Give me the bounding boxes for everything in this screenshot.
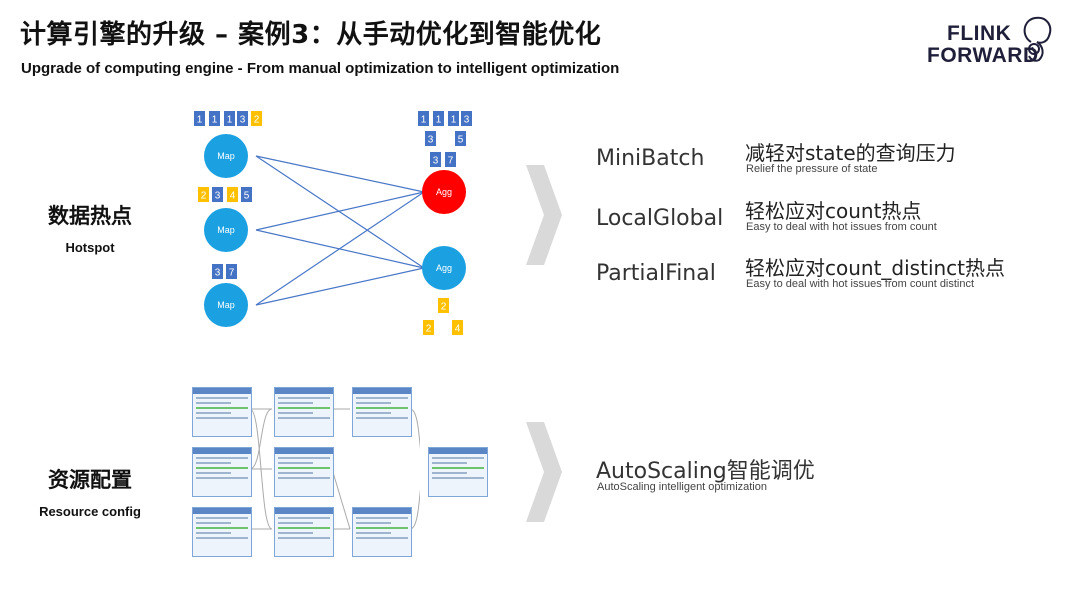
block-value: 5	[458, 135, 464, 146]
resource-label-en: Resource config	[39, 504, 141, 519]
block-value: 4	[455, 324, 461, 335]
block-value: 2	[201, 191, 207, 202]
optimization-sub: Relief the pressure of state	[746, 163, 878, 175]
block-value: 7	[229, 268, 235, 279]
resource-section-label: 资源配置 Resource config	[30, 464, 150, 519]
logo-line-2: FORWARD	[927, 44, 1039, 67]
job-graph-edges	[249, 408, 420, 530]
chevron-right-icon	[526, 165, 562, 265]
block-value: 1	[421, 115, 427, 126]
agg-node-label: Agg	[436, 187, 452, 197]
operator-box	[192, 387, 252, 437]
operator-box	[274, 447, 334, 497]
autoscaling-title: AutoScaling智能调优	[596, 459, 815, 484]
block-value: 3	[215, 268, 221, 279]
page-subtitle: Upgrade of computing engine - From manua…	[21, 60, 620, 77]
operator-box	[192, 447, 252, 497]
job-graph-thumbnail	[190, 385, 420, 560]
logo-line-1: FLINK	[947, 22, 1012, 45]
operator-box	[274, 507, 334, 557]
flink-forward-logo: FLINK FORWARD	[925, 12, 1055, 72]
optimization-name: MiniBatch	[596, 146, 705, 171]
block-value: 1	[212, 115, 218, 126]
optimization-sub: Easy to deal with hot issues from count	[746, 221, 937, 233]
block-value: 1	[227, 115, 233, 126]
optimization-name: PartialFinal	[596, 261, 716, 286]
map-node-3: Map	[204, 283, 248, 327]
operator-box-sink	[428, 447, 488, 497]
optimization-name: LocalGlobal	[596, 206, 724, 231]
squirrel-icon	[1023, 16, 1052, 62]
agg-node-1: Agg	[422, 170, 466, 214]
agg1-blocks: 1 1 1 3 3 5 3 7	[418, 111, 472, 167]
operator-box	[352, 507, 412, 557]
optimization-desc: 轻松应对count_distinct热点	[745, 256, 1006, 280]
block-value: 1	[197, 115, 203, 126]
map-node-label: Map	[217, 225, 235, 235]
map1-blocks: 1 1 1 3 2	[194, 111, 262, 126]
resource-label-zh: 资源配置	[48, 468, 132, 492]
block-value: 2	[254, 115, 260, 126]
operator-box	[274, 387, 334, 437]
block-value: 5	[244, 191, 250, 202]
block-value: 1	[436, 115, 442, 126]
operator-box	[352, 387, 412, 437]
block-value: 3	[428, 135, 434, 146]
hotspot-label-en: Hotspot	[65, 240, 115, 255]
agg-node-label: Agg	[436, 263, 452, 273]
block-value: 2	[441, 302, 447, 313]
hotspot-label-zh: 数据热点	[48, 204, 132, 228]
hotspot-section-label: 数据热点 Hotspot	[40, 200, 140, 255]
map-node-label: Map	[217, 300, 235, 310]
agg-node-2: Agg	[422, 246, 466, 290]
hotspot-diagram: 1 1 1 3 2 2 3 4 5 3 7 Map Map Map 1 1 1 …	[194, 111, 472, 335]
block-value: 3	[433, 156, 439, 167]
block-value: 3	[464, 115, 470, 126]
agg2-blocks: 2 2 4	[423, 298, 463, 335]
page-title: 计算引擎的升级 – 案例3：从手动优化到智能优化	[20, 20, 602, 50]
block-value: 4	[230, 191, 236, 202]
block-value: 7	[448, 156, 454, 167]
optimization-desc: 减轻对state的查询压力	[745, 141, 956, 165]
map-node-2: Map	[204, 208, 248, 252]
block-value: 2	[426, 324, 432, 335]
map-agg-edges	[255, 155, 425, 306]
optimization-desc: 轻松应对count热点	[745, 199, 922, 223]
operator-box	[192, 507, 252, 557]
autoscaling-sub: AutoScaling intelligent optimization	[597, 481, 767, 493]
map3-blocks: 3 7	[212, 264, 237, 279]
optimization-sub: Easy to deal with hot issues from count …	[746, 278, 975, 290]
chevron-right-icon	[526, 422, 562, 522]
map-node-1: Map	[204, 134, 248, 178]
block-value: 3	[215, 191, 221, 202]
map2-blocks: 2 3 4 5	[198, 187, 252, 202]
block-value: 1	[451, 115, 457, 126]
map-node-label: Map	[217, 151, 235, 161]
block-value: 3	[240, 115, 246, 126]
